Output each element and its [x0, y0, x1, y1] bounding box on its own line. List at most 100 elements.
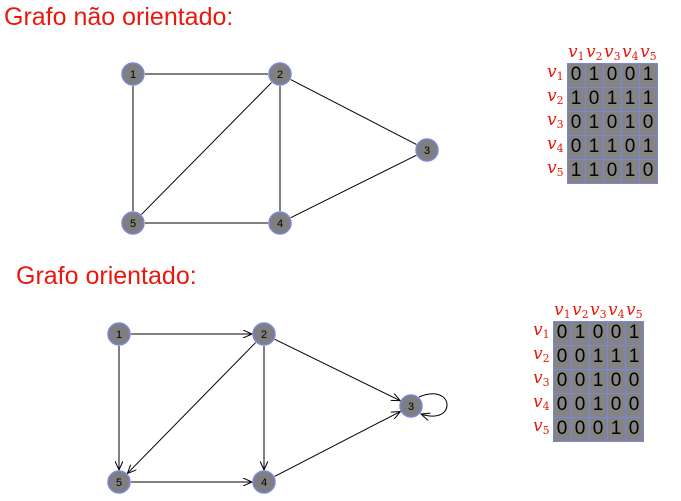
- directed-graph: 1 2 3 4 5: [107, 322, 448, 494]
- node-1-label: 1: [116, 329, 122, 341]
- col-header-v2: v2: [586, 42, 603, 64]
- matrix-cell: 0: [553, 417, 571, 441]
- node-4-label: 4: [277, 218, 283, 230]
- matrix-cell: 0: [571, 345, 589, 369]
- node-2: [252, 322, 276, 346]
- matrix-cell: 0: [625, 393, 643, 417]
- grid-line-vertical: [657, 63, 658, 184]
- row-header-v4: v4: [547, 134, 564, 156]
- col-header-v4: v4: [608, 300, 625, 322]
- edge-3-4: [290, 154, 417, 219]
- node-1: [121, 62, 145, 86]
- matrix-cell: 0: [553, 321, 571, 345]
- node-1-label: 1: [130, 69, 136, 81]
- grid-line-horizontal: [553, 345, 644, 346]
- matrix-cell: 0: [589, 321, 607, 345]
- node-3-label: 3: [408, 401, 414, 413]
- grid-line-horizontal: [553, 393, 644, 394]
- matrix-cell: 1: [607, 417, 625, 441]
- node-5: [107, 470, 131, 494]
- grid-line-horizontal: [553, 321, 644, 322]
- matrix-cell: 1: [621, 111, 639, 135]
- row-header-v4: v4: [533, 392, 550, 414]
- col-header-v3: v3: [590, 300, 607, 322]
- matrix-cell: 0: [607, 369, 625, 393]
- matrix-cell: 0: [553, 369, 571, 393]
- grid-line-vertical: [639, 63, 640, 184]
- node-1: [107, 322, 131, 346]
- matrix-cell: 0: [585, 87, 603, 111]
- node-2-label: 2: [261, 329, 267, 341]
- grid-line-horizontal: [553, 441, 644, 442]
- grid-line-horizontal: [567, 159, 658, 160]
- matrix-cell: 0: [571, 369, 589, 393]
- matrix-cell: 1: [585, 159, 603, 183]
- matrix-cell: 1: [571, 321, 589, 345]
- matrix-cell: 0: [603, 111, 621, 135]
- matrix-cell: 1: [639, 135, 657, 159]
- matrix-cell: 1: [589, 369, 607, 393]
- matrix-cell: 1: [589, 393, 607, 417]
- col-header-v1: v1: [554, 300, 571, 322]
- col-header-v1: v1: [568, 42, 585, 64]
- node-3: [399, 394, 423, 418]
- matrix-cell: 1: [625, 345, 643, 369]
- grid-line-vertical: [553, 321, 554, 442]
- edge-2-3: [274, 338, 400, 400]
- matrix-cell: 1: [567, 87, 585, 111]
- matrix-cell: 1: [603, 87, 621, 111]
- node-5-label: 5: [130, 218, 136, 230]
- matrix-cell: 1: [603, 135, 621, 159]
- node-3-label: 3: [424, 145, 430, 157]
- matrix-cell: 0: [621, 63, 639, 87]
- node-5-label: 5: [116, 477, 122, 489]
- row-header-v3: v3: [533, 368, 550, 390]
- col-header-v3: v3: [604, 42, 621, 64]
- grid-line-vertical: [567, 63, 568, 184]
- matrix-cell: 1: [567, 159, 585, 183]
- grid-line-vertical: [585, 63, 586, 184]
- matrix-cell: 0: [603, 63, 621, 87]
- node-3: [415, 138, 439, 162]
- grid-line-horizontal: [567, 183, 658, 184]
- node-2: [268, 62, 292, 86]
- matrix-cell: 0: [625, 369, 643, 393]
- row-header-v3: v3: [547, 110, 564, 132]
- matrix-cell: 1: [621, 159, 639, 183]
- grid-line-vertical: [603, 63, 604, 184]
- col-header-v4: v4: [622, 42, 639, 64]
- matrix-cell: 1: [625, 321, 643, 345]
- row-header-v5: v5: [533, 416, 550, 438]
- matrix-cell: 1: [607, 345, 625, 369]
- matrix-cell: 1: [585, 63, 603, 87]
- grid-line-vertical: [625, 321, 626, 442]
- matrix-cell: 1: [639, 63, 657, 87]
- grid-line-vertical: [589, 321, 590, 442]
- matrix-cell: 1: [589, 345, 607, 369]
- grid-line-horizontal: [567, 87, 658, 88]
- node-4-label: 4: [261, 477, 267, 489]
- grid-line-vertical: [621, 63, 622, 184]
- row-header-v1: v1: [547, 62, 564, 84]
- grid-line-vertical: [643, 321, 644, 442]
- title-undirected-graph: Grafo não orientado:: [4, 3, 234, 31]
- matrix-cell: 0: [589, 417, 607, 441]
- grid-line-horizontal: [553, 369, 644, 370]
- node-4: [252, 470, 276, 494]
- grid-line-horizontal: [567, 111, 658, 112]
- matrix-cell: 0: [571, 417, 589, 441]
- node-5: [121, 211, 145, 235]
- matrix-cell: 0: [621, 135, 639, 159]
- matrix-cell: 0: [607, 393, 625, 417]
- matrix-cell: 1: [621, 87, 639, 111]
- matrix-cell: 0: [607, 321, 625, 345]
- row-header-v1: v1: [533, 320, 550, 342]
- matrix-cell: 0: [567, 63, 585, 87]
- matrix-cell: 0: [553, 393, 571, 417]
- matrix-cell: 0: [553, 345, 571, 369]
- matrix-cell: 1: [585, 111, 603, 135]
- matrix-cell: 0: [567, 111, 585, 135]
- col-header-v5: v5: [640, 42, 657, 64]
